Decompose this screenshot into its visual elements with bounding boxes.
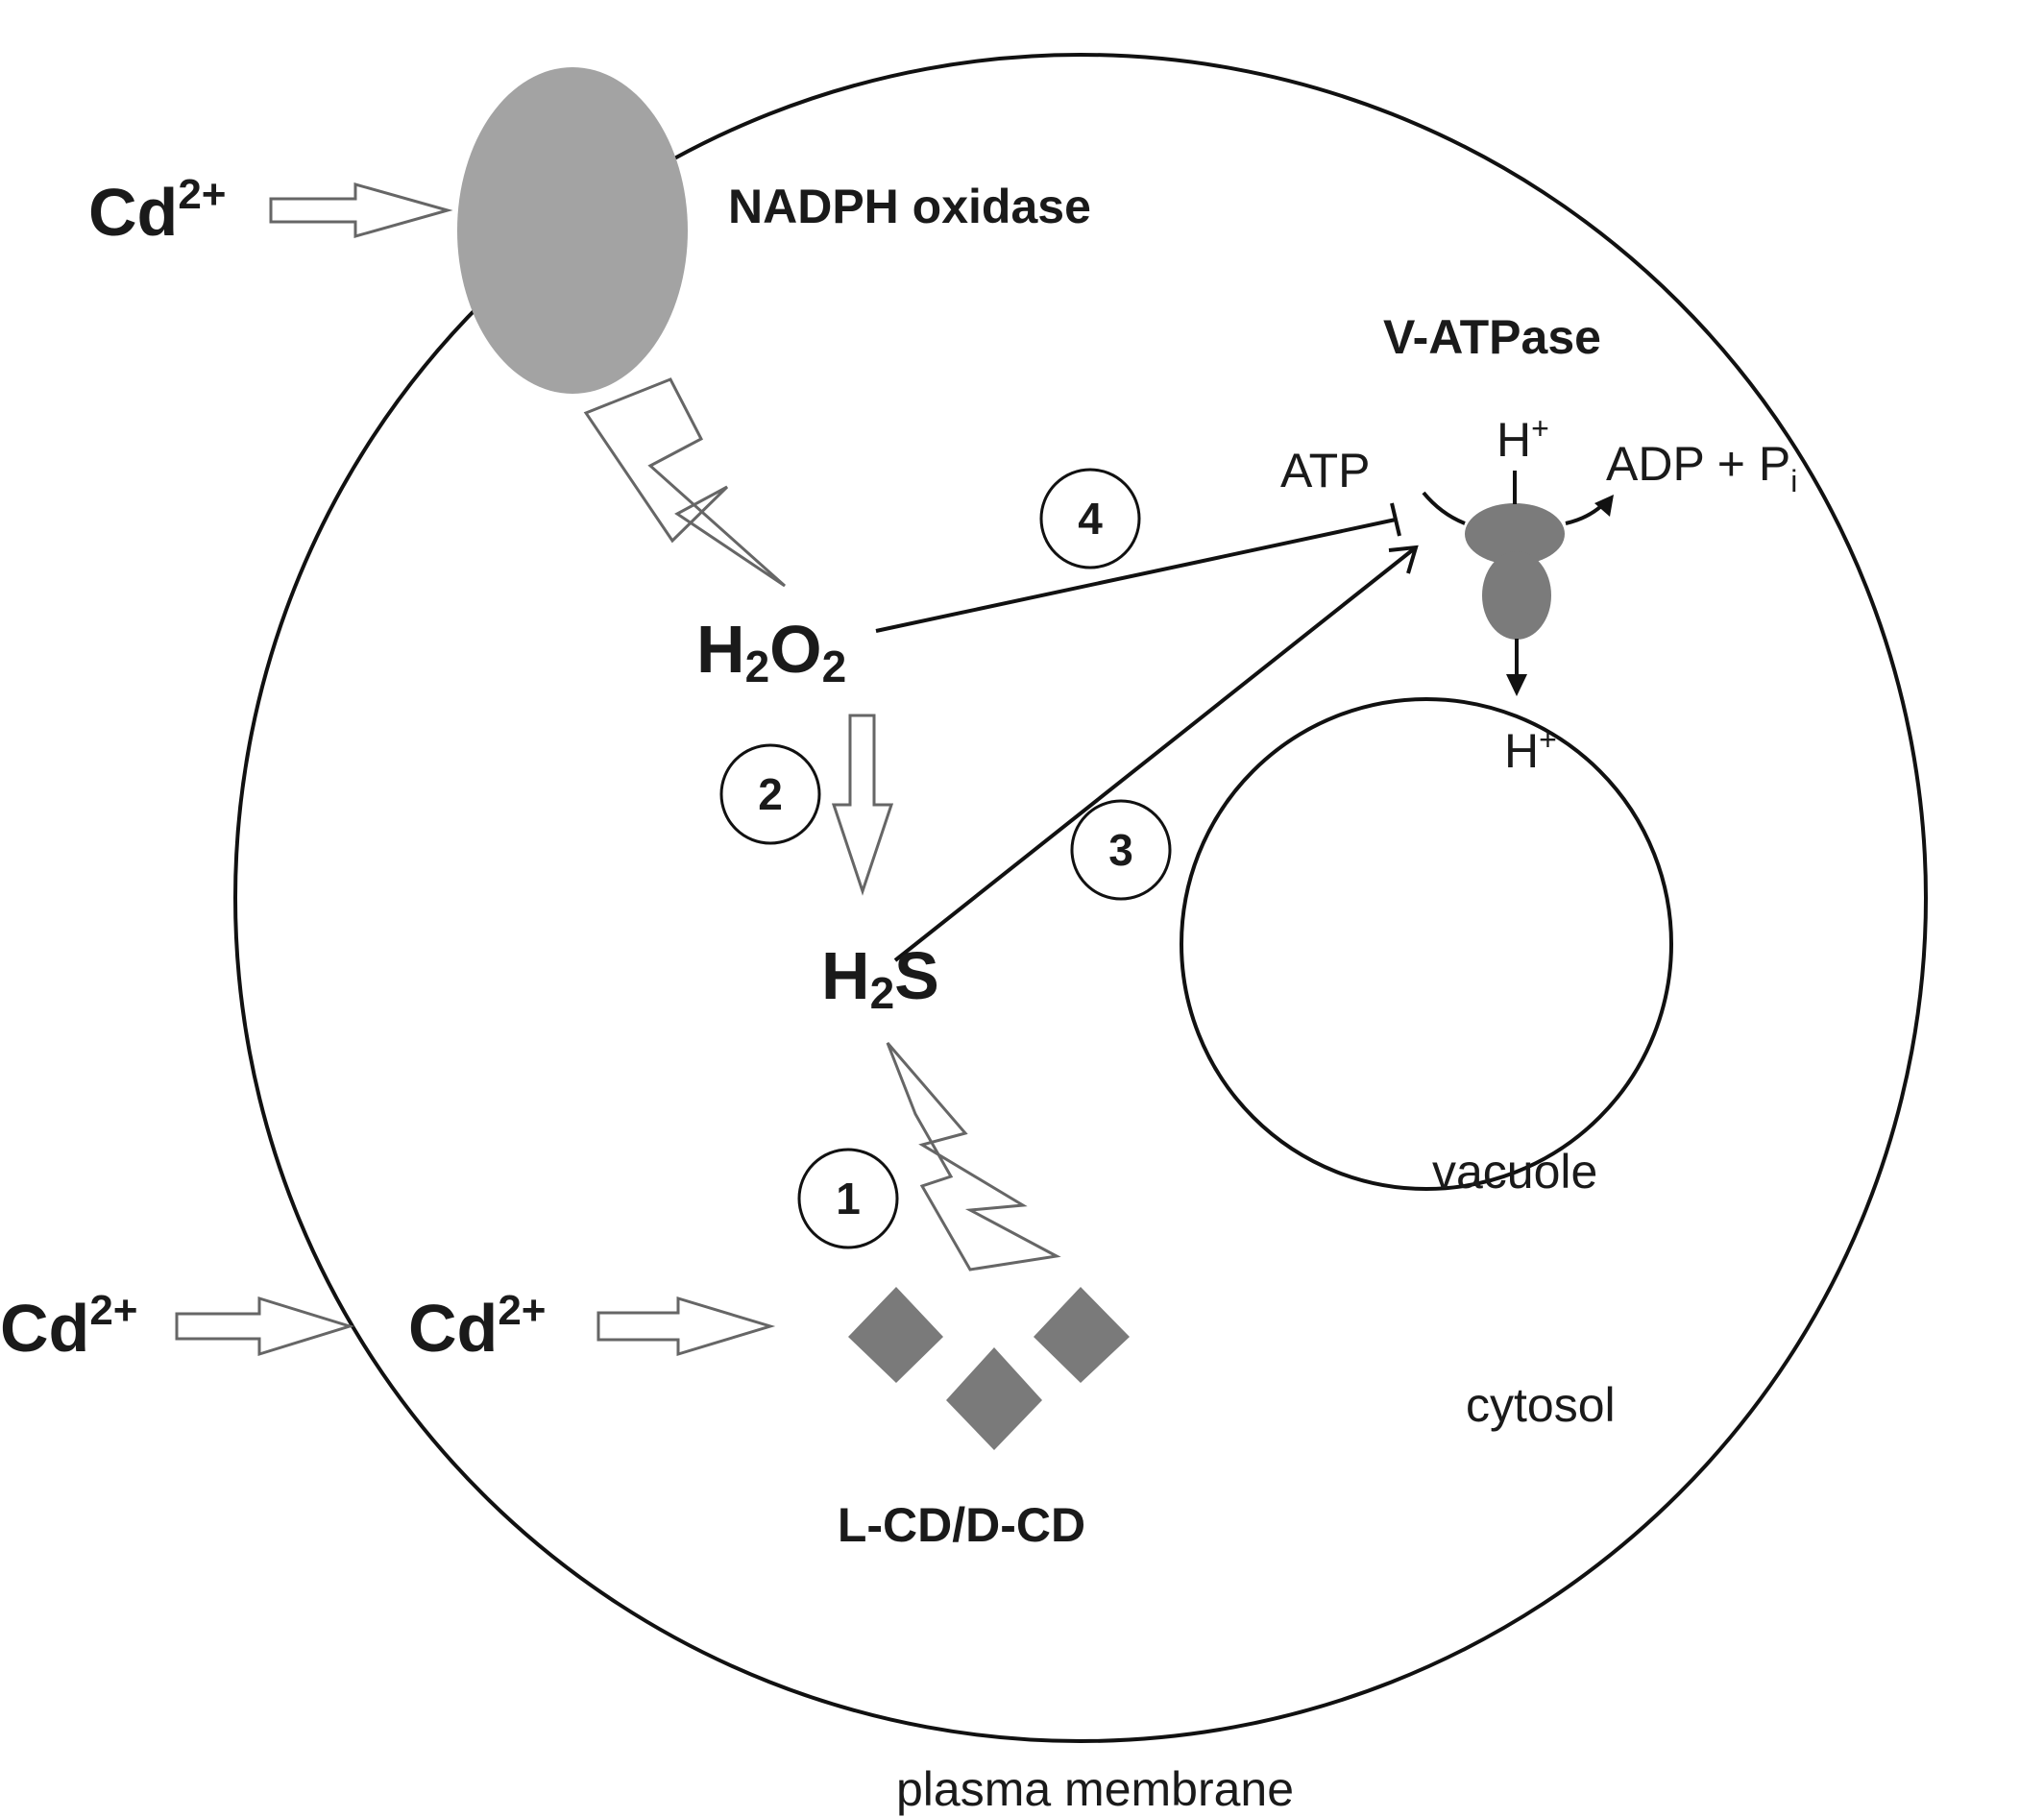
h-plus-bottom-label: H+ [1504,722,1557,778]
step-1-circle [797,1148,899,1249]
plasma-membrane-label: plasma membrane [896,1762,1294,1816]
hollow-block-arrow-icon [596,1296,776,1357]
vacuole-label: vacuole [1432,1145,1597,1199]
hollow-block-arrow-icon [269,182,453,238]
vacuole-outline [1180,697,1673,1191]
step-2-circle [719,743,821,845]
atp-to-atpase-arc [1422,491,1466,525]
step-1-number: 1 [836,1174,861,1223]
lightning-bolt-icon [583,377,786,588]
cd-ion-label-outside: Cd2+ [0,1287,137,1366]
inhibition-line-h2o2-to-vatpase [875,518,1397,633]
cd-ion-label-top: Cd2+ [88,171,226,250]
atpase-to-adp-arrow [1565,504,1603,525]
atp-label: ATP [1280,444,1371,497]
step-3-number: 3 [1108,825,1133,875]
v-atpase-label: V-ATPase [1383,310,1601,364]
adp-pi-label: ADP + Pi [1606,437,1797,498]
cd-ion-label-inside: Cd2+ [408,1287,546,1366]
nadph-oxidase-shape [457,67,688,394]
l-cd-d-cd-label: L-CD/D-CD [838,1498,1085,1552]
step-2-number: 2 [758,769,783,819]
arrowhead-icon [1506,674,1527,696]
open-arrowhead-icon [1388,545,1419,574]
v-atpase-shape [1465,503,1565,640]
lightning-bolt-icon [886,1042,1061,1272]
cytosol-label: cytosol [1466,1378,1616,1432]
t-bar-inhibition-icon [1390,502,1401,537]
arrowhead-icon [1594,495,1614,517]
step-4-number: 4 [1078,494,1103,544]
hollow-block-arrow-icon [175,1296,355,1357]
nadph-oxidase-label: NADPH oxidase [728,180,1091,233]
plasma-membrane-outline [233,53,1928,1743]
l-cd-d-cd-enzymes [848,1287,1130,1450]
hollow-block-arrow-icon [831,714,894,896]
step-4-circle [1039,468,1141,569]
h-plus-top-label: H+ [1496,411,1549,467]
h2s-label: H2S [821,938,939,1018]
activation-line-h2s-to-vatpase [893,545,1418,962]
h2o2-label: H2O2 [696,612,846,691]
step-3-circle [1070,799,1172,901]
